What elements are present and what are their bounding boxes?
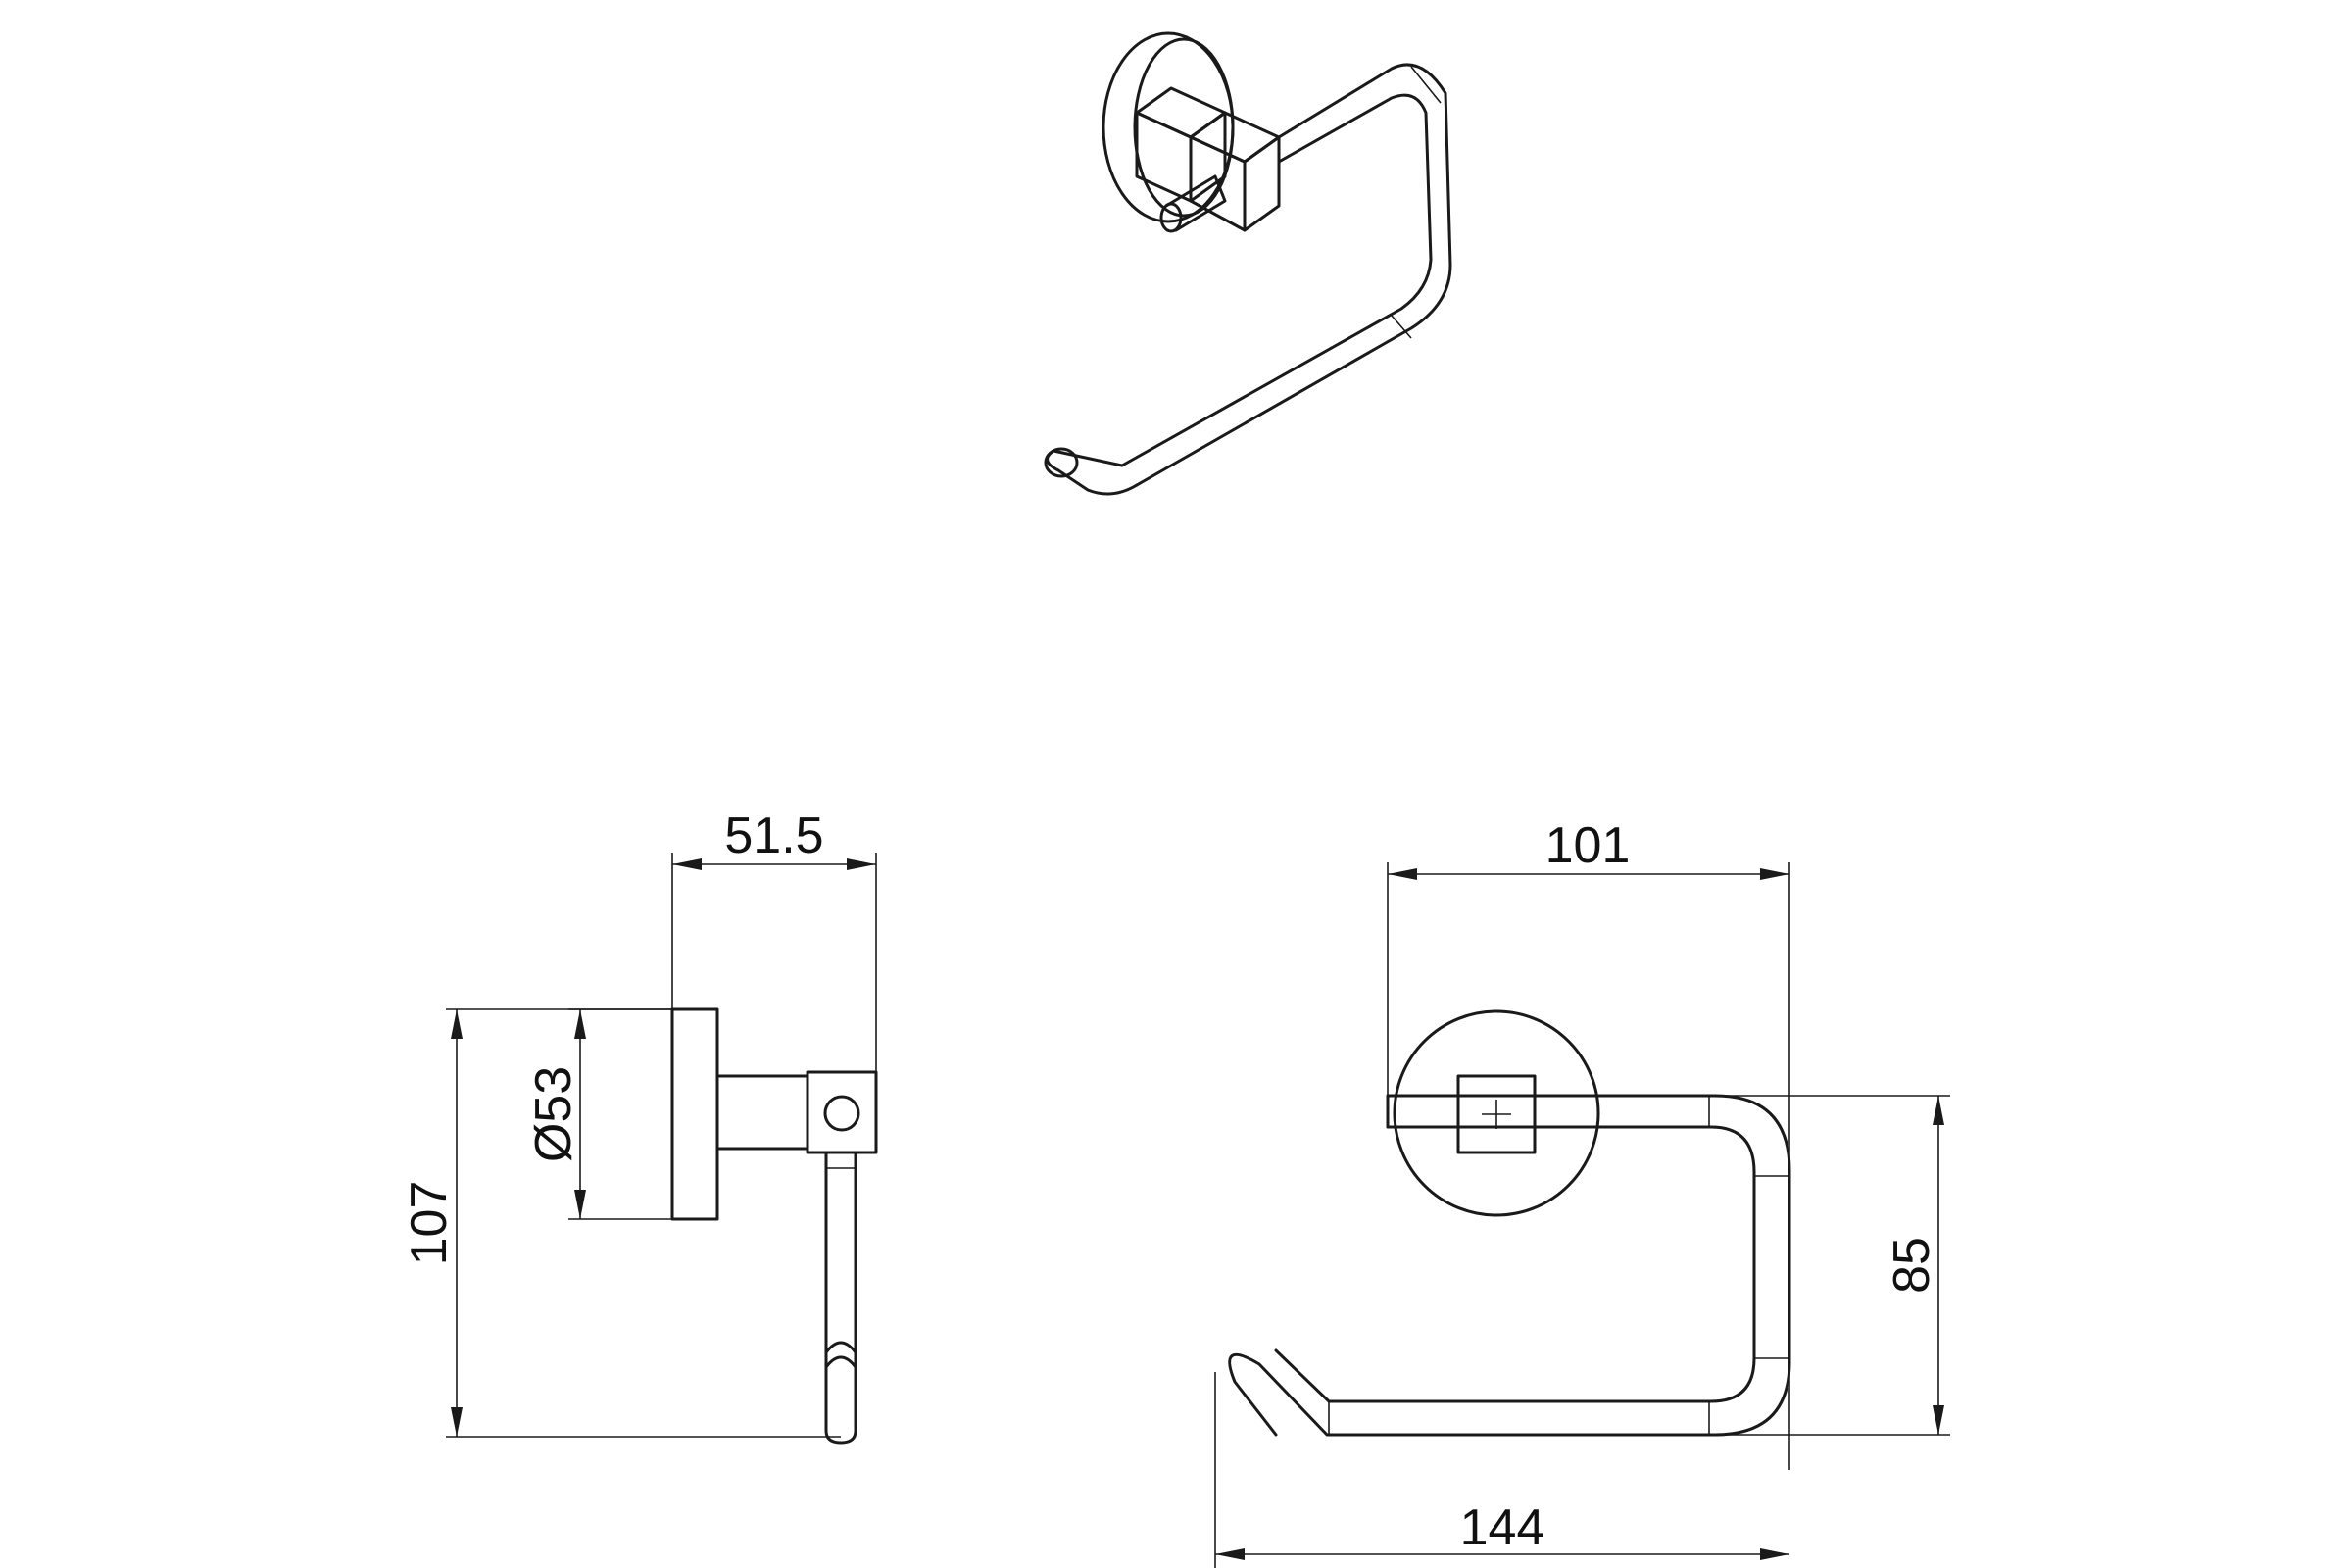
side-rosette-plate bbox=[670, 1007, 719, 1221]
isometric-view bbox=[1044, 31, 1452, 496]
dim-53-arrow-bottom bbox=[574, 1190, 586, 1219]
side-arm-cap-bottom bbox=[824, 1355, 858, 1369]
iso-rosette-inner bbox=[1133, 37, 1235, 218]
front-block bbox=[1456, 1074, 1537, 1154]
side-connector bbox=[715, 1074, 809, 1151]
dim-101-arrow-left bbox=[1388, 868, 1417, 880]
iso-arm-outer bbox=[1135, 63, 1452, 487]
iso-block2-side bbox=[1243, 135, 1281, 232]
iso-pin bbox=[1164, 174, 1227, 232]
side-head-circle bbox=[823, 1095, 860, 1132]
iso-arm-cap bbox=[1044, 447, 1079, 478]
front-view: 101 85 144 bbox=[1214, 817, 1950, 1568]
iso-arm-seam-1 bbox=[1410, 66, 1442, 104]
dim-144-label: 144 bbox=[1460, 1499, 1545, 1556]
dim-53-arrow-top bbox=[574, 1009, 586, 1039]
iso-block2-top bbox=[1189, 111, 1281, 164]
front-rosette bbox=[1393, 1009, 1600, 1217]
dim-515-label: 51.5 bbox=[724, 808, 823, 864]
iso-arm-seam-2 bbox=[1391, 315, 1412, 339]
side-head bbox=[806, 1070, 878, 1154]
dim-85-arrow-top bbox=[1933, 1096, 1944, 1125]
iso-pin-end bbox=[1159, 202, 1183, 233]
dim-85-arrow-bottom bbox=[1933, 1405, 1944, 1435]
dim-144-arrow-right bbox=[1760, 1548, 1789, 1560]
dim-515-arrow-left bbox=[672, 858, 702, 870]
dim-107-arrow-top bbox=[451, 1009, 463, 1039]
dim-101-label: 101 bbox=[1545, 817, 1631, 874]
dim-53-label: Ø53 bbox=[525, 1066, 582, 1162]
front-arm-outer bbox=[1228, 1094, 1791, 1437]
dim-144-arrow-left bbox=[1215, 1548, 1245, 1560]
side-view: 51.5 107 Ø53 bbox=[401, 808, 878, 1445]
front-arm-inner bbox=[1274, 1125, 1756, 1403]
dim-101-arrow-right bbox=[1760, 868, 1789, 880]
iso-block-top bbox=[1135, 86, 1227, 139]
iso-arm-end bbox=[1046, 449, 1139, 496]
dim-107-arrow-bottom bbox=[451, 1407, 463, 1437]
iso-arm-inner bbox=[1120, 93, 1433, 467]
iso-block-front bbox=[1135, 111, 1193, 203]
dim-85-label: 85 bbox=[1884, 1237, 1940, 1294]
side-arm bbox=[824, 1151, 858, 1445]
dim-515-arrow-right bbox=[847, 858, 876, 870]
dim-107-label: 107 bbox=[401, 1181, 458, 1266]
side-arm-cap-top bbox=[824, 1341, 858, 1354]
